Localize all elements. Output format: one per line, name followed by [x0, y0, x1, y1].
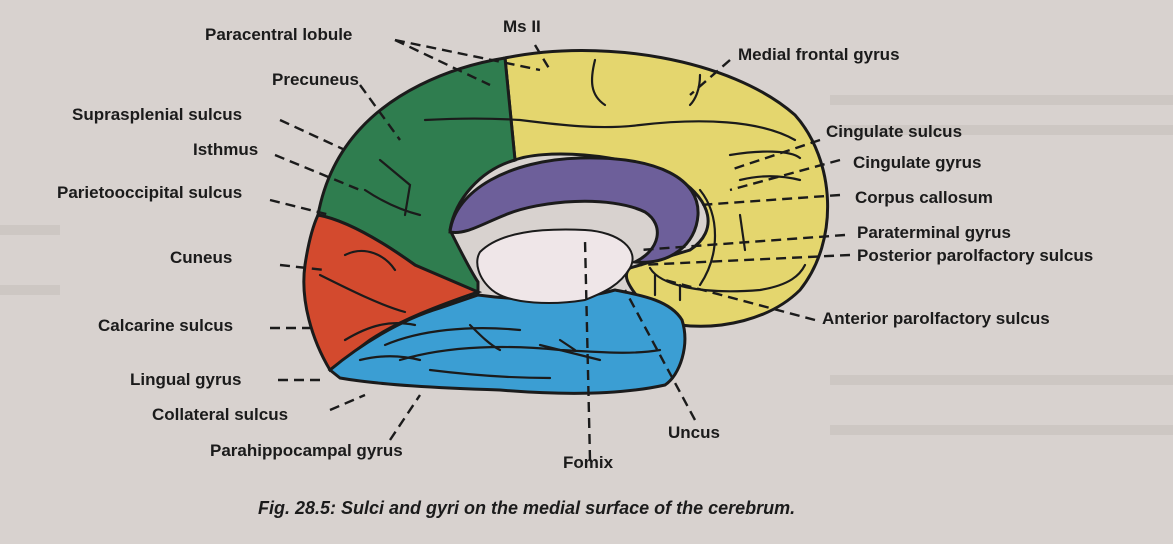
label-corpus-callosum: Corpus callosum: [855, 188, 993, 207]
label-medial-frontal-gyrus: Medial frontal gyrus: [738, 45, 900, 64]
label-cuneus: Cuneus: [170, 248, 232, 267]
label-precuneus: Precuneus: [272, 70, 359, 89]
label-parietooccipital-sulcus: Parietooccipital sulcus: [57, 183, 242, 202]
label-paracentral-lobule: Paracentral lobule: [205, 25, 352, 44]
label-paraterminal-gyrus: Paraterminal gyrus: [857, 223, 1011, 242]
label-fornix: Fomix: [563, 453, 614, 472]
label-suprasplenial-sulcus: Suprasplenial sulcus: [72, 105, 242, 124]
label-anterior-parolfactory-sulcus: Anterior parolfactory sulcus: [822, 309, 1050, 328]
label-uncus: Uncus: [668, 423, 720, 442]
label-ms-ii: Ms II: [503, 17, 541, 36]
label-collateral-sulcus: Collateral sulcus: [152, 405, 288, 424]
figure-caption: Fig. 28.5: Sulci and gyri on the medial …: [258, 498, 795, 518]
label-calcarine-sulcus: Calcarine sulcus: [98, 316, 233, 335]
label-parahippocampal-gyrus: Parahippocampal gyrus: [210, 441, 403, 460]
label-cingulate-gyrus: Cingulate gyrus: [853, 153, 981, 172]
label-isthmus: Isthmus: [193, 140, 258, 159]
label-lingual-gyrus: Lingual gyrus: [130, 370, 241, 389]
label-posterior-parolfactory-sulcus: Posterior parolfactory sulcus: [857, 246, 1093, 265]
label-cingulate-sulcus: Cingulate sulcus: [826, 122, 962, 141]
